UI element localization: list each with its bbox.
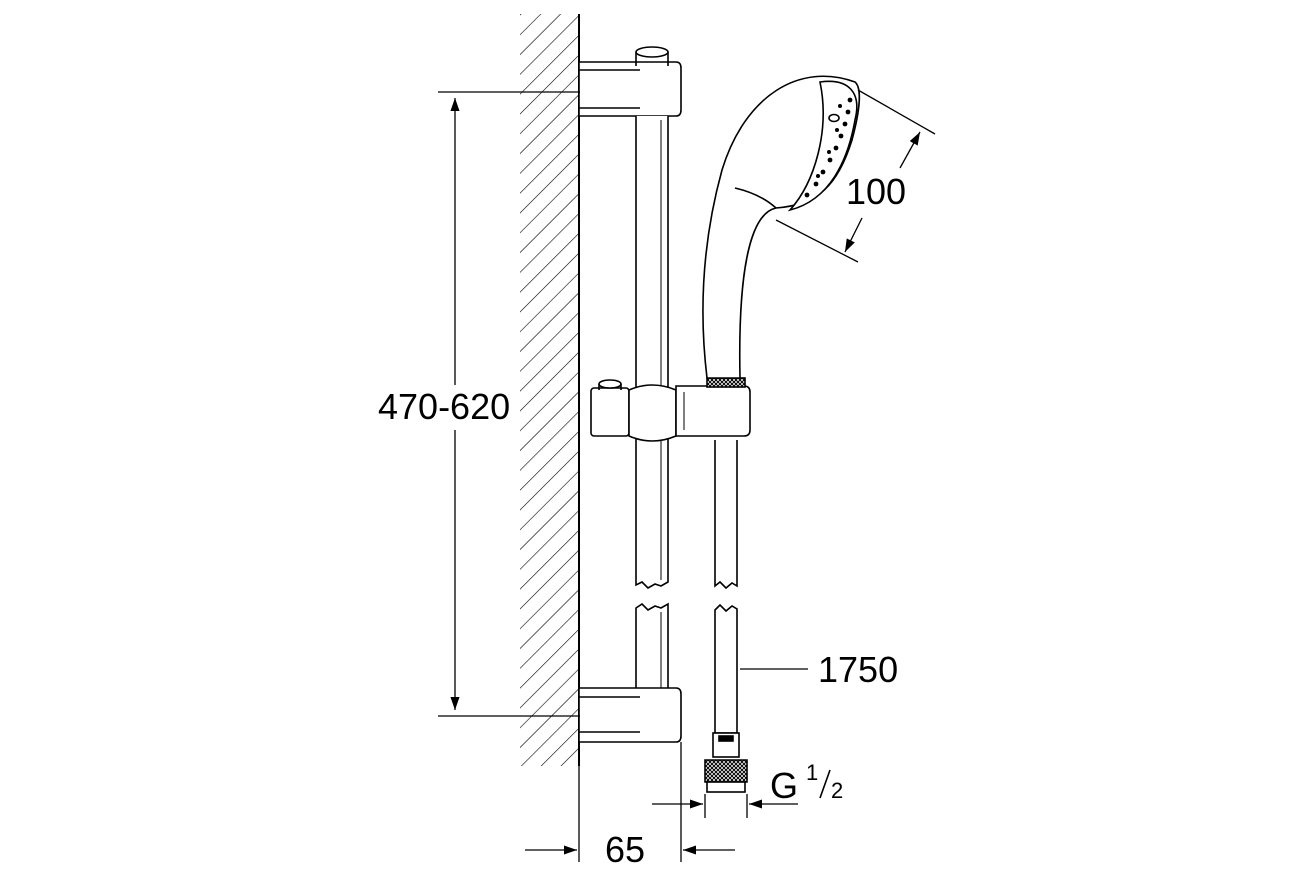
wall-hatching xyxy=(520,14,578,766)
knurled-nut xyxy=(704,759,748,783)
dimension-label-thread-letter: G xyxy=(770,765,798,806)
dimension-shower-diameter xyxy=(775,89,936,263)
dimension-label-wall-offset: 65 xyxy=(605,829,645,870)
rail-upper xyxy=(635,116,669,589)
dimension-label-thread-denominator: 2 xyxy=(831,778,843,803)
dimension-label-shower-diameter: 100 xyxy=(846,171,906,212)
dimension-wall-offset xyxy=(525,742,735,862)
dimension-thread xyxy=(652,794,798,818)
spray-face xyxy=(787,80,858,212)
dimension-label-thread-numerator: 1 xyxy=(806,760,818,785)
dimension-rail-height xyxy=(438,91,580,717)
hose-fitting xyxy=(704,732,748,793)
slider-holder xyxy=(590,377,751,442)
hand-shower xyxy=(702,75,861,379)
dimension-label-rail-height: 470-620 xyxy=(378,386,510,427)
lower-bracket xyxy=(578,687,682,743)
wall xyxy=(520,14,580,766)
fraction-slash xyxy=(819,769,831,799)
hose xyxy=(714,440,738,734)
dimension-label-hose-length: 1750 xyxy=(818,649,898,690)
rail-lower xyxy=(635,602,669,691)
upper-bracket xyxy=(578,46,682,117)
spray-nozzles-icon xyxy=(804,97,853,198)
